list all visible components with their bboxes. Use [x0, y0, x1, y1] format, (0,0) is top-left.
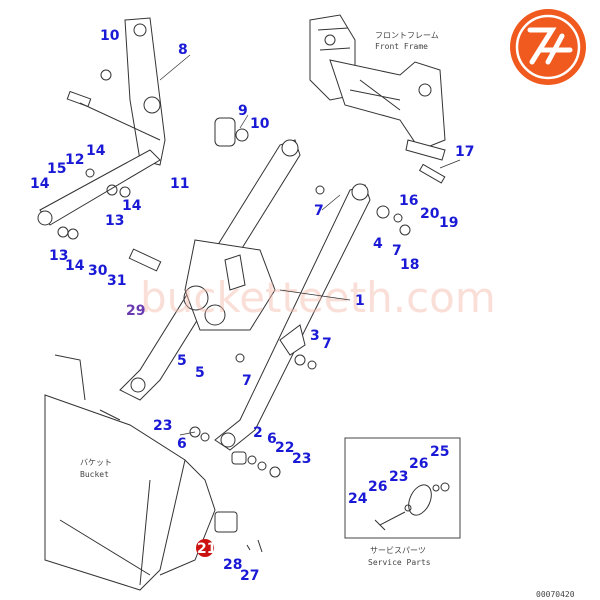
- callout: 30: [88, 263, 108, 279]
- callout: 5: [177, 353, 187, 369]
- callout: 4: [373, 236, 383, 252]
- service-parts-label-jp: サービスパーツ: [370, 546, 426, 555]
- callout: 13: [49, 248, 68, 264]
- callout: 10: [250, 116, 270, 132]
- callout: 28: [223, 557, 242, 573]
- watermark: bucketteeth.com: [140, 273, 496, 322]
- front-frame-label-en: Front Frame: [375, 42, 428, 51]
- callout: 29: [126, 303, 145, 319]
- callout: 24: [348, 491, 368, 507]
- callout: 25: [430, 444, 449, 460]
- callout: 23: [292, 451, 311, 467]
- callout: 26: [409, 456, 428, 472]
- drawing-code: 00070420: [536, 590, 575, 599]
- bucket-drawing: [44, 354, 238, 591]
- callout: 12: [65, 152, 84, 168]
- callout: 6: [177, 436, 187, 452]
- callout: 13: [105, 213, 124, 229]
- callout: 8: [178, 42, 188, 58]
- service-parts-box: [344, 437, 461, 539]
- callout: 17: [455, 144, 474, 160]
- bucket-label-en: Bucket: [80, 470, 109, 479]
- callout: 23: [389, 469, 408, 485]
- callout: 22: [275, 440, 294, 456]
- callouts: 10 8 9 10 14 12 15 11 14 13 14 13 14 30 …: [30, 28, 474, 584]
- callout: 7: [392, 243, 402, 259]
- front-frame-label-jp: フロントフレーム: [375, 31, 439, 40]
- callout: 3: [310, 328, 320, 344]
- callout: 9: [238, 103, 248, 119]
- callout: 20: [420, 206, 440, 222]
- callout: 11: [170, 176, 189, 192]
- bell-crank-drawing: [37, 17, 236, 226]
- brand-logo: [510, 9, 586, 85]
- callout: 2: [253, 425, 263, 441]
- callout: 21: [197, 541, 216, 557]
- callout: 27: [240, 568, 259, 584]
- service-parts-label-en: Service Parts: [368, 558, 431, 567]
- callout: 6: [267, 431, 277, 447]
- callout: 26: [368, 479, 387, 495]
- callout: 7: [322, 336, 332, 352]
- callout: 15: [47, 161, 66, 177]
- callout: 16: [399, 193, 418, 209]
- highlighted-callout: 21: [196, 539, 216, 557]
- callout: 1: [355, 293, 365, 309]
- callout: 14: [65, 258, 85, 274]
- callout: 10: [100, 28, 120, 44]
- callout: 14: [30, 176, 50, 192]
- small-parts-drawing: [57, 69, 446, 553]
- callout: 5: [195, 365, 205, 381]
- boom-drawing: [119, 139, 371, 451]
- callout: 14: [122, 198, 142, 214]
- callout: 7: [314, 203, 324, 219]
- callout: 7: [242, 373, 252, 389]
- callout: 14: [86, 143, 106, 159]
- bucket-label-jp: バケット: [80, 458, 112, 467]
- callout: 31: [107, 273, 126, 289]
- callout: 19: [439, 215, 458, 231]
- callout: 23: [153, 418, 172, 434]
- callout: 18: [400, 257, 419, 273]
- front-frame-drawing: [309, 14, 446, 161]
